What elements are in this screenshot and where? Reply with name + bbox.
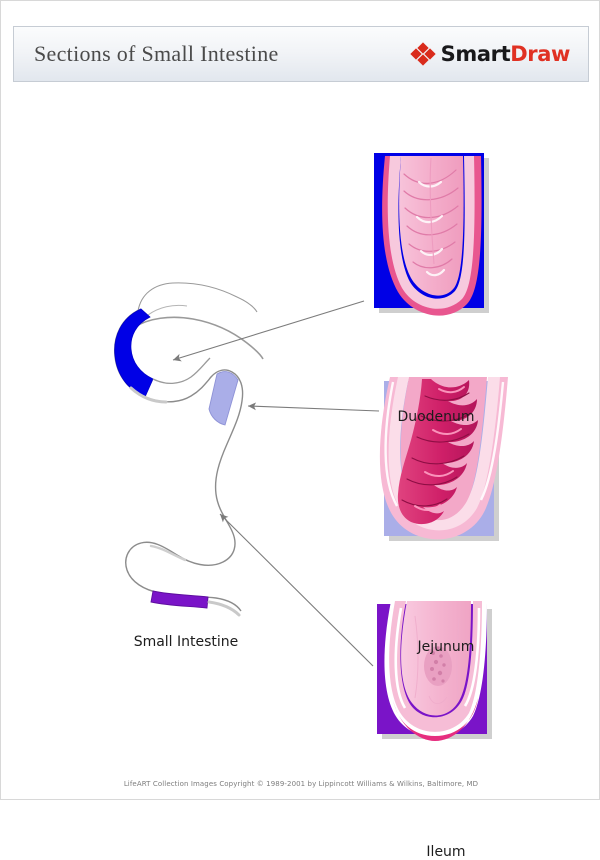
logo-text-smart: Smart — [440, 41, 511, 66]
leader-arrows — [172, 300, 380, 667]
ileum-striations — [414, 615, 460, 705]
ileum-wall-highlight — [394, 607, 407, 709]
segment-jejunum — [208, 371, 239, 426]
stomach-fold-detail — [147, 304, 188, 316]
arrow-ileum — [219, 513, 374, 667]
small-intestine-schematic — [114, 282, 264, 617]
arrow-duodenum — [172, 300, 365, 362]
peyers-patch-texture — [430, 646, 446, 683]
panel-jejunum[interactable] — [379, 377, 508, 541]
stomach-outline — [137, 282, 258, 313]
stomach-lower-curve — [132, 316, 264, 360]
caption-jejunum: Jejunum — [417, 639, 475, 655]
panel-ileum[interactable] — [377, 601, 492, 741]
ileum-wall-highlight-right — [463, 607, 481, 707]
tube-shadow-1 — [129, 386, 168, 404]
duodenum-central-crease — [429, 157, 435, 265]
smartdraw-logo: SmartDraw — [409, 41, 571, 66]
diagram-canvas: Duodenum Jejunum Ileum Small Intestine — [1, 96, 600, 860]
intestine-tube — [114, 308, 244, 612]
jejunum-fold-lines — [401, 392, 472, 507]
segment-duodenum — [114, 308, 154, 398]
label-small-intestine: Small Intestine — [133, 634, 239, 650]
jejunum-folds-mass — [397, 379, 478, 525]
ileum-wall-serosa — [389, 601, 482, 732]
logo-wordmark: SmartDraw — [440, 41, 571, 66]
tube-shadow-2 — [207, 600, 241, 617]
copyright-footer: LifeART Collection Images Copyright © 19… — [123, 780, 479, 788]
page-header: Sections of Small Intestine SmartDraw — [13, 26, 589, 82]
jejunum-mesenteric-edge-right — [479, 381, 505, 501]
caption-ileum: Ileum — [426, 844, 466, 860]
segment-ileum — [150, 590, 209, 609]
duodenum-lumen-gap — [152, 357, 211, 384]
logo-text-draw: Draw — [510, 41, 570, 66]
jejunum-fold-highlights — [414, 386, 465, 511]
duodenum-wall-muscularis — [387, 156, 475, 309]
page-title: Sections of Small Intestine — [34, 41, 279, 66]
tube-shadow-3 — [149, 544, 187, 562]
jejunum-mesenteric-edge — [384, 381, 399, 507]
smartdraw-diamond-icon — [409, 42, 436, 66]
peyers-patch — [424, 646, 452, 686]
caption-duodenum: Duodenum — [397, 409, 475, 425]
jejunum-wall-inner — [388, 377, 500, 531]
duodenum-fold-highlights — [415, 180, 446, 277]
arrow-jejunum — [247, 402, 380, 412]
panel-duodenum[interactable] — [374, 153, 489, 316]
